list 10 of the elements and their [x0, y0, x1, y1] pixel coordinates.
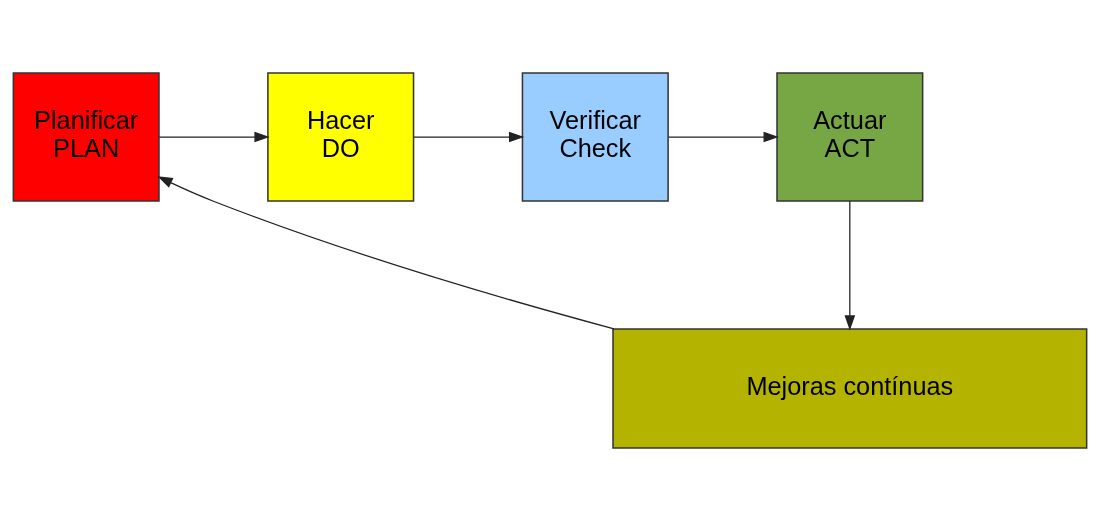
arrow [413, 131, 525, 142]
arrow [158, 131, 270, 142]
node-box: Mejoras contínuas [612, 327, 1088, 449]
node-box: Actuar ACT [776, 71, 924, 202]
node-box: Planificar PLAN [12, 71, 160, 202]
arrow [844, 199, 856, 331]
arrow [157, 175, 615, 329]
node-box: Verificar Check [521, 71, 669, 202]
node-box: Hacer DO [267, 71, 415, 202]
arrow [667, 131, 779, 142]
